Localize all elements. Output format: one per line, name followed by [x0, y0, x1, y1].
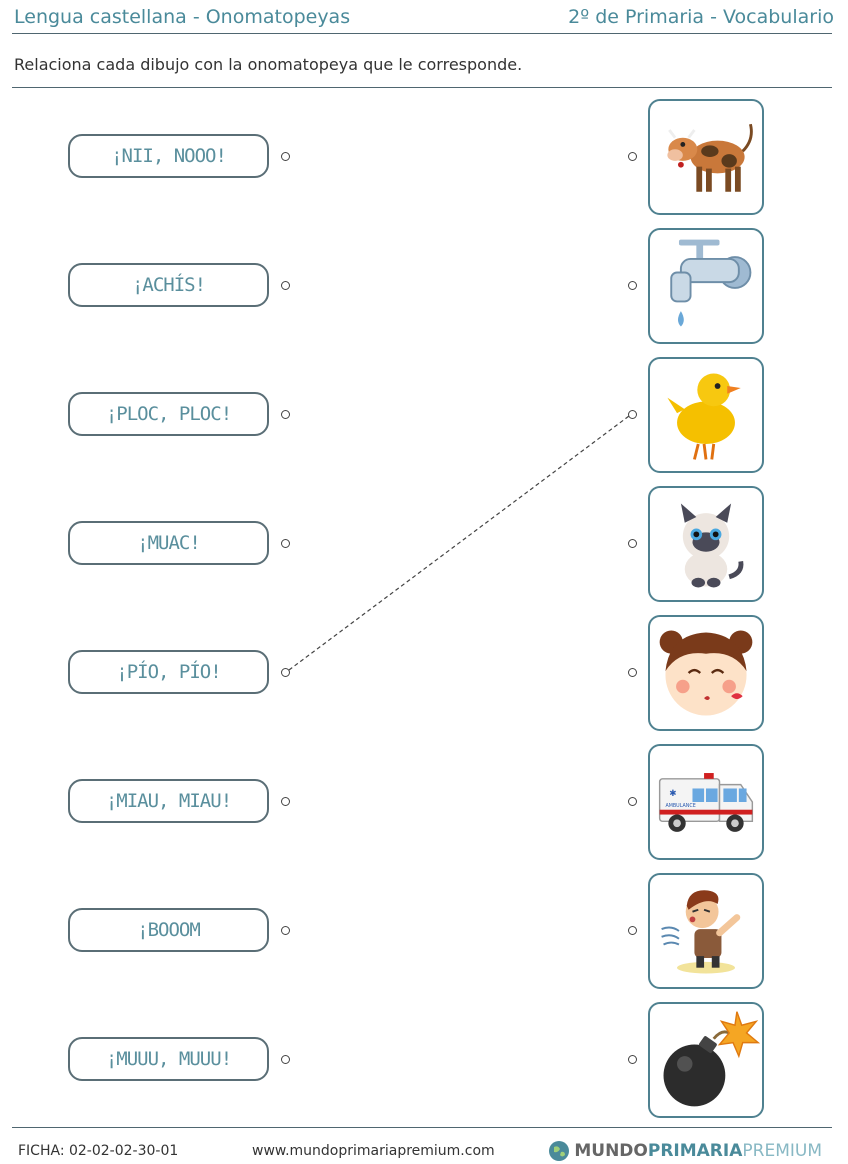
header-divider [12, 33, 832, 34]
picture-connector-dot-2[interactable] [628, 281, 637, 290]
sneezing-boy-icon [661, 890, 741, 974]
svg-text:✱: ✱ [669, 789, 676, 799]
picture-box-3 [648, 357, 764, 473]
word-box-6: ¡MIAU, MIAU! [68, 779, 269, 823]
kitten-icon [680, 503, 744, 588]
word-connector-dot-1[interactable] [281, 152, 290, 161]
globe-icon [549, 1141, 570, 1161]
footer-divider [12, 1127, 832, 1128]
picture-box-5 [648, 615, 764, 731]
picture-connector-dot-8[interactable] [628, 1055, 637, 1064]
website-link[interactable]: www.mundoprimariapremium.com [252, 1143, 495, 1159]
word-box-3: ¡PLOC, PLOC! [68, 392, 269, 436]
word-connector-dot-7[interactable] [281, 926, 290, 935]
picture-box-6: ✱ AMBULANCE [648, 744, 764, 860]
picture-box-4 [648, 486, 764, 602]
picture-connector-dot-4[interactable] [628, 539, 637, 548]
picture-box-1 [648, 99, 764, 215]
word-box-7: ¡BOOOM [68, 908, 269, 952]
bomb-icon [663, 1011, 761, 1107]
picture-box-2 [648, 228, 764, 344]
word-box-1: ¡NII, NOOO! [68, 134, 269, 178]
word-connector-dot-2[interactable] [281, 281, 290, 290]
word-box-2: ¡ACHÍS! [68, 263, 269, 307]
word-connector-dot-4[interactable] [281, 539, 290, 548]
word-box-5: ¡PÍO, PÍO! [68, 650, 269, 694]
picture-box-7 [648, 873, 764, 989]
brand-primaria: PRIMARIA [647, 1141, 743, 1161]
duckling-icon [667, 373, 741, 460]
ambulance-label: AMBULANCE [665, 803, 695, 809]
word-connector-dot-3[interactable] [281, 410, 290, 419]
brand-mundo: MUNDO [574, 1141, 648, 1161]
brand-premium: PREMIUM [742, 1141, 822, 1161]
instruction-divider [12, 87, 832, 88]
worksheet-grade-title: 2º de Primaria - Vocabulario [568, 6, 834, 28]
word-box-4: ¡MUAC! [68, 521, 269, 565]
picture-connector-dot-3[interactable] [628, 410, 637, 419]
word-box-8: ¡MUUU, MUUU! [68, 1037, 269, 1081]
word-connector-dot-6[interactable] [281, 797, 290, 806]
cow-icon [667, 123, 753, 192]
worksheet-subject-title: Lengua castellana - Onomatopeyas [14, 6, 351, 28]
instruction-text: Relaciona cada dibujo con la onomatopeya… [14, 55, 523, 74]
word-connector-dot-5[interactable] [281, 668, 290, 677]
faucet-icon [670, 239, 752, 327]
ambulance-icon: ✱ AMBULANCE [658, 773, 754, 832]
girl-kiss-icon [659, 630, 753, 716]
picture-connector-dot-7[interactable] [628, 926, 637, 935]
worksheet-code: FICHA: 02-02-02-30-01 [18, 1143, 179, 1159]
picture-connector-dot-5[interactable] [628, 668, 637, 677]
picture-box-8 [648, 1002, 764, 1118]
picture-connector-dot-1[interactable] [628, 152, 637, 161]
word-connector-dot-8[interactable] [281, 1055, 290, 1064]
picture-connector-dot-6[interactable] [628, 797, 637, 806]
